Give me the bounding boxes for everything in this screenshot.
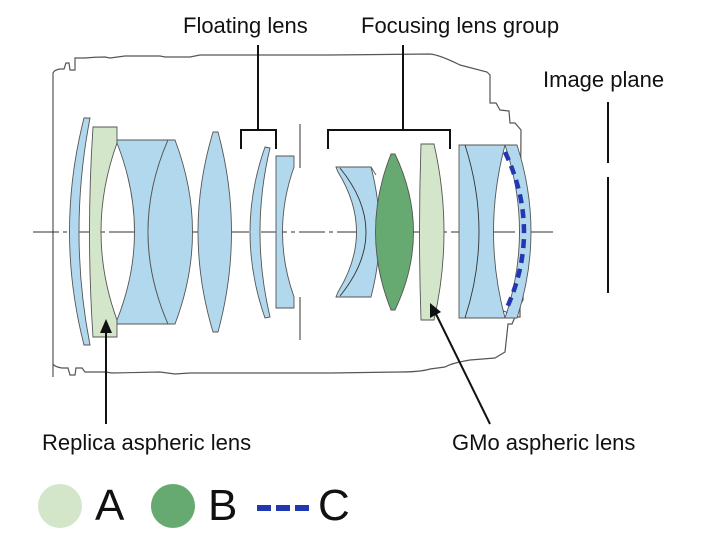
lens-element-9-gmo-aspheric — [419, 143, 445, 321]
lens-element-2-replica-aspheric — [89, 126, 118, 338]
legend-a-label: A — [95, 481, 125, 530]
lens-barrel-outline — [52, 53, 524, 377]
legend-c-label: C — [318, 481, 350, 530]
lens-element-8-ed — [375, 153, 414, 311]
legend-b-swatch — [151, 484, 195, 528]
lens-element-3b — [147, 139, 193, 325]
floating-lens-bracket — [240, 45, 277, 149]
gmo-arrow-line — [432, 307, 491, 425]
lens-element-10a — [458, 144, 506, 319]
lens-element-5 — [249, 146, 271, 319]
lens-element-7-inner-curve — [339, 167, 367, 297]
focusing-group-bracket — [327, 45, 451, 149]
floating-lens-label: Floating lens — [183, 13, 308, 38]
lens-element-1 — [69, 117, 91, 346]
lens-element-6 — [275, 155, 295, 309]
lens-element-7-edge — [370, 166, 377, 176]
legend-a-swatch — [38, 484, 82, 528]
aspheric-surface-c — [502, 151, 527, 313]
lens-element-10a-inner-curve — [464, 144, 480, 319]
replica-arrow-head — [100, 319, 112, 333]
lens-element-4 — [197, 131, 232, 333]
replica-aspheric-label: Replica aspheric lens — [42, 430, 252, 455]
gmo-aspheric-label: GMo aspheric lens — [452, 430, 636, 455]
legend-b-label: B — [208, 481, 238, 530]
image-plane-label: Image plane — [543, 67, 665, 92]
lens-element-10b — [504, 144, 532, 319]
gmo-arrow-head — [430, 303, 441, 318]
focusing-group-label: Focusing lens group — [361, 13, 560, 38]
